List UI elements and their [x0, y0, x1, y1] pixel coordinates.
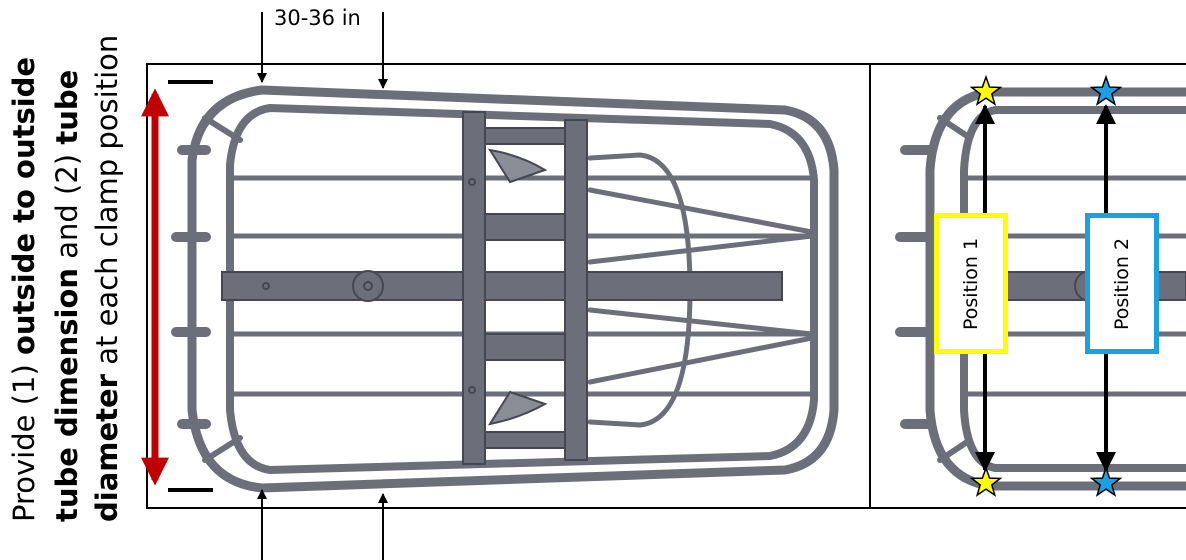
frame-left-beams — [221, 111, 783, 465]
position-1-label: Position 1 — [960, 237, 983, 330]
star-icon — [969, 74, 1003, 106]
position-2-label: Position 2 — [1111, 237, 1134, 330]
position-1-box: Position 1 — [934, 213, 1008, 354]
star-icon — [1089, 465, 1123, 497]
dimension-label: 30-36 in — [268, 6, 367, 30]
frame-left — [171, 85, 839, 493]
star-icon — [969, 465, 1003, 497]
width-dimension — [141, 80, 213, 492]
position-stars — [969, 74, 1123, 497]
position-2-box: Position 2 — [1085, 213, 1159, 354]
frame-left-details — [262, 148, 548, 426]
clamp-range-arrows — [257, 12, 388, 560]
star-icon — [1089, 74, 1123, 106]
